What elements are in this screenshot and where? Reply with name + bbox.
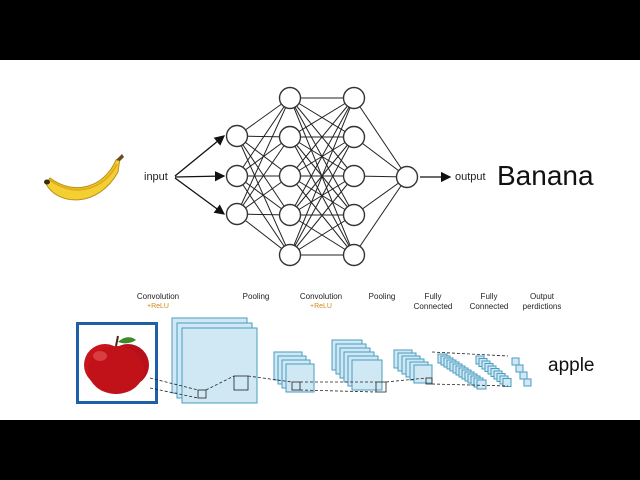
receptive-field (233, 375, 249, 391)
network-node (278, 203, 302, 227)
receptive-field (375, 381, 387, 393)
network-edge (289, 214, 355, 256)
network-node (278, 164, 302, 188)
network-edge (353, 176, 408, 256)
conv1-map (181, 327, 258, 404)
network-edge (289, 136, 355, 256)
network-edges (236, 97, 408, 256)
network-node (225, 164, 249, 188)
output-unit (511, 357, 520, 366)
stage-caption-output: Output perdictions (522, 292, 562, 311)
network-edge (236, 97, 291, 177)
connector-line (431, 383, 509, 387)
apple-prediction: apple (548, 355, 595, 376)
network-edge (236, 175, 291, 256)
network-edge (289, 175, 355, 256)
connector-line (149, 387, 199, 399)
output-unit (519, 371, 528, 380)
network-node (342, 164, 366, 188)
network-edge (289, 97, 355, 216)
stage-caption-fc1: Fully Connected (413, 292, 453, 311)
connector-line (431, 351, 509, 357)
connector-line (205, 375, 235, 391)
network-edge (289, 97, 355, 138)
network-node (342, 86, 366, 110)
network-node (395, 165, 419, 189)
banana-prediction: Banana (497, 160, 594, 191)
network-node (225, 202, 249, 226)
connector-line (299, 389, 377, 393)
connector-line (385, 377, 427, 383)
stage-caption-conv1: Convolution +ReLU (136, 292, 180, 310)
network-node (278, 125, 302, 149)
input-label: input (144, 171, 168, 183)
connector-line (247, 375, 293, 383)
output-unit (523, 378, 532, 387)
output-label: output (455, 171, 486, 183)
input-arrow-2 (174, 170, 226, 182)
receptive-field (197, 389, 207, 399)
network-node (342, 125, 366, 149)
receptive-field (291, 381, 301, 391)
stage-caption-pool2: Pooling (368, 292, 396, 301)
pool2-map (413, 364, 433, 384)
network-edge (289, 97, 355, 177)
conv2-map (351, 359, 383, 391)
network-svg (44, 86, 532, 404)
network-node (225, 124, 249, 148)
connector-line (149, 377, 199, 391)
network-edge (353, 97, 408, 178)
network-node (342, 203, 366, 227)
input-arrow-1 (174, 135, 226, 177)
network-node (278, 86, 302, 110)
network-edge (236, 97, 291, 215)
network-edge (289, 97, 355, 256)
fc2-unit (502, 378, 512, 387)
network-nodes (225, 86, 419, 267)
output-unit (515, 364, 524, 373)
diagram-canvas: input output Banana Convolution +ReLU Po… (0, 60, 640, 420)
network-edge (236, 136, 291, 215)
stage-caption-fc2: Fully Connected (469, 292, 509, 311)
stage-caption-pool1: Pooling (242, 292, 270, 301)
receptive-field (425, 377, 433, 385)
stage-caption-conv2: Convolution +ReLU (299, 292, 343, 310)
network-node (342, 243, 366, 267)
apple-image (76, 322, 158, 404)
network-node (278, 243, 302, 267)
banana-image (44, 154, 124, 201)
cnn-layers (149, 317, 532, 404)
fc1-unit (476, 379, 487, 390)
input-arrow-3 (174, 177, 226, 215)
